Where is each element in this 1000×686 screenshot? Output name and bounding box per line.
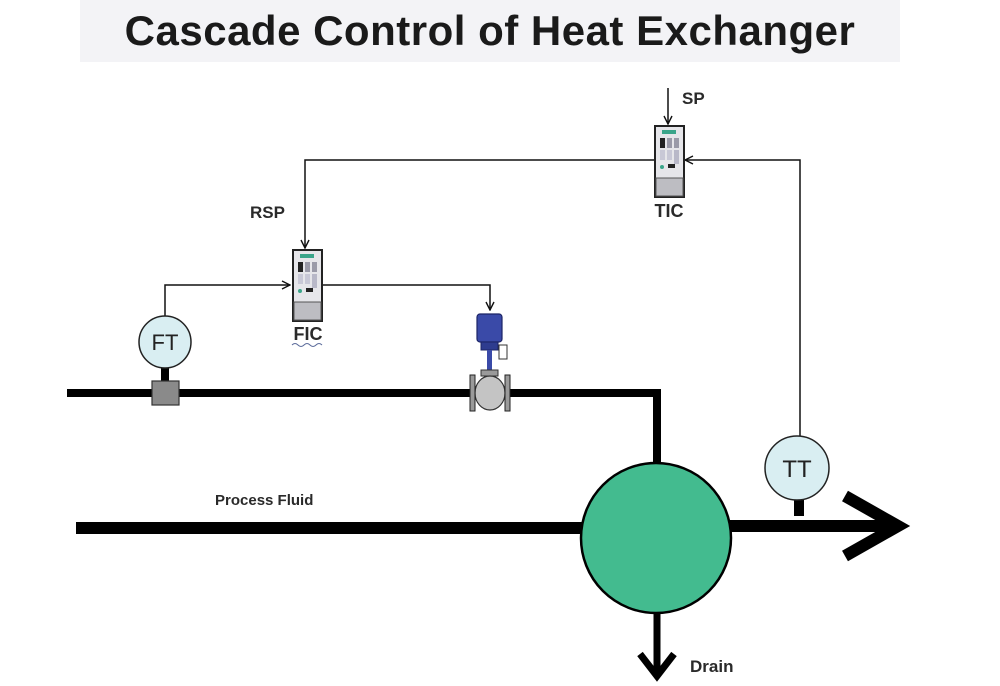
flow-transmitter: FT	[138, 315, 192, 369]
process-piping	[67, 389, 911, 682]
signal-lines	[164, 88, 801, 437]
flow-element	[151, 367, 180, 406]
fic-label-underline	[291, 343, 323, 347]
heating-medium-pipe	[67, 389, 661, 470]
rsp-signal-line	[305, 159, 656, 248]
heat-exchanger	[579, 461, 733, 615]
tt-label: TT	[782, 456, 812, 483]
control-valve	[469, 313, 511, 412]
outlet-arrow-head	[842, 490, 911, 562]
ft-signal-line	[164, 285, 290, 316]
fic-controller	[292, 249, 323, 322]
drain-label: Drain	[690, 657, 733, 676]
tic-controller	[654, 125, 685, 198]
sp-label: SP	[682, 89, 705, 108]
process-fluid-label: Process Fluid	[215, 492, 313, 509]
temperature-transmitter: TT	[764, 435, 830, 516]
tt-signal-line	[685, 160, 801, 437]
rsp-label: RSP	[250, 203, 285, 222]
drain-arrow-head	[637, 651, 677, 682]
page-title: Cascade Control of Heat Exchanger	[124, 7, 856, 54]
fic-output-line	[321, 284, 490, 310]
tic-label: TIC	[655, 201, 684, 221]
title-band: Cascade Control of Heat Exchanger	[80, 0, 900, 62]
ft-label: FT	[152, 330, 179, 355]
fic-label: FIC	[294, 324, 323, 344]
